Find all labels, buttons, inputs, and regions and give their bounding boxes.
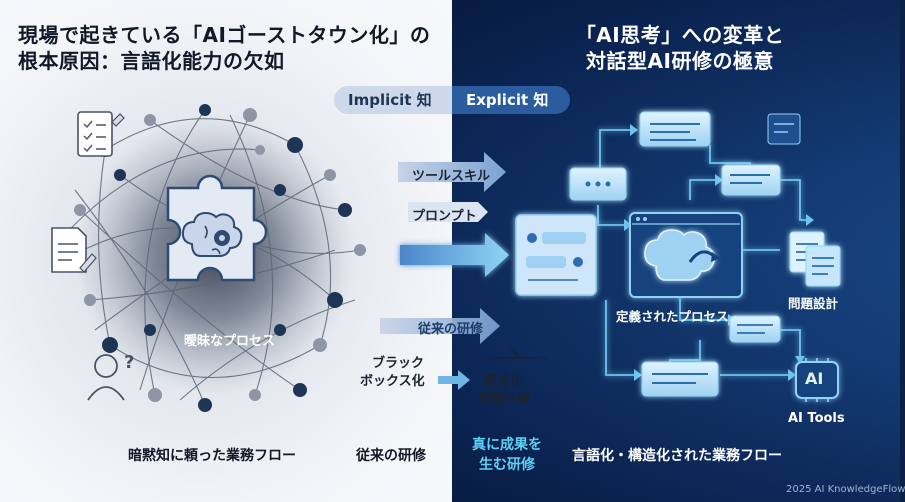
footer-middle: 従来の研修 (356, 448, 426, 464)
message-icon-small (767, 113, 801, 145)
arrow-traditional (380, 308, 500, 344)
footer-center-line1: 真に成果を (472, 437, 542, 453)
brain-monitor (629, 212, 743, 298)
label-blackbox-line1: ブラック (372, 356, 425, 371)
ai-badge-text: AI (805, 369, 824, 388)
credit-text: 2025 AI KnowledgeFlow (786, 484, 905, 495)
label-prompt: プロンプト (412, 209, 477, 224)
footer-center-line2: 生む研修 (479, 457, 535, 473)
documents-icon (789, 231, 841, 287)
left-title-line2: 根本原因：言語化能力の欠如 (18, 49, 285, 73)
chat-card-mid (721, 164, 781, 196)
arrow-tool-skill (398, 152, 506, 192)
chat-card-bottom (641, 361, 719, 397)
tangled-network: ? (51, 104, 366, 412)
svg-text:?: ? (124, 352, 134, 373)
right-title-line2: 対話型AI研修の極意 (586, 49, 774, 73)
flow-connectors (597, 129, 808, 380)
checklist-icon (77, 111, 125, 157)
label-concept-line2: 問題分解 (478, 392, 531, 407)
middle-arrows (380, 152, 546, 390)
implicit-knowledge-pill: Implicit 知 (334, 86, 452, 114)
ai-chip-icon (795, 358, 839, 402)
puzzle-brain-icon (166, 174, 268, 282)
label-concept-line1: 概念化 (484, 374, 524, 389)
label-tool-skill: ツールスキル (412, 169, 491, 184)
label-problem-design: 問題設計 (788, 296, 839, 311)
footer-left: 暗黙知に頼った業務フロー (128, 448, 296, 464)
chat-card-top (639, 111, 711, 147)
document-pen-icon (51, 227, 97, 273)
footer-right: 言語化・構造化された業務フロー (572, 448, 782, 464)
chat-window (515, 214, 597, 296)
ellipsis-card (569, 167, 627, 201)
label-ai-tools: AI Tools (788, 411, 845, 426)
explicit-knowledge-pill: Explicit 知 (452, 86, 570, 114)
arrow-concept-mark (484, 347, 546, 359)
label-traditional-training: 従来の研修 (418, 322, 484, 337)
label-ambiguous-process: 曖昧なプロセス (184, 334, 276, 349)
network-links (59, 109, 361, 406)
left-title-line1: 現場で起きている「AIゴーストタウン化」の (18, 23, 431, 47)
right-title-line1: 「AI思考」への変革と (575, 23, 785, 47)
label-defined-process: 定義されたプロセス (616, 309, 729, 324)
structured-flow (515, 111, 841, 402)
chat-card-lower (729, 315, 781, 343)
arrow-prompt (408, 202, 488, 222)
label-blackbox-line2: ボックス化 (360, 374, 425, 389)
arrow-blackbox (438, 370, 470, 390)
confused-person-icon: ? (87, 352, 134, 401)
arrow-main (400, 233, 509, 277)
